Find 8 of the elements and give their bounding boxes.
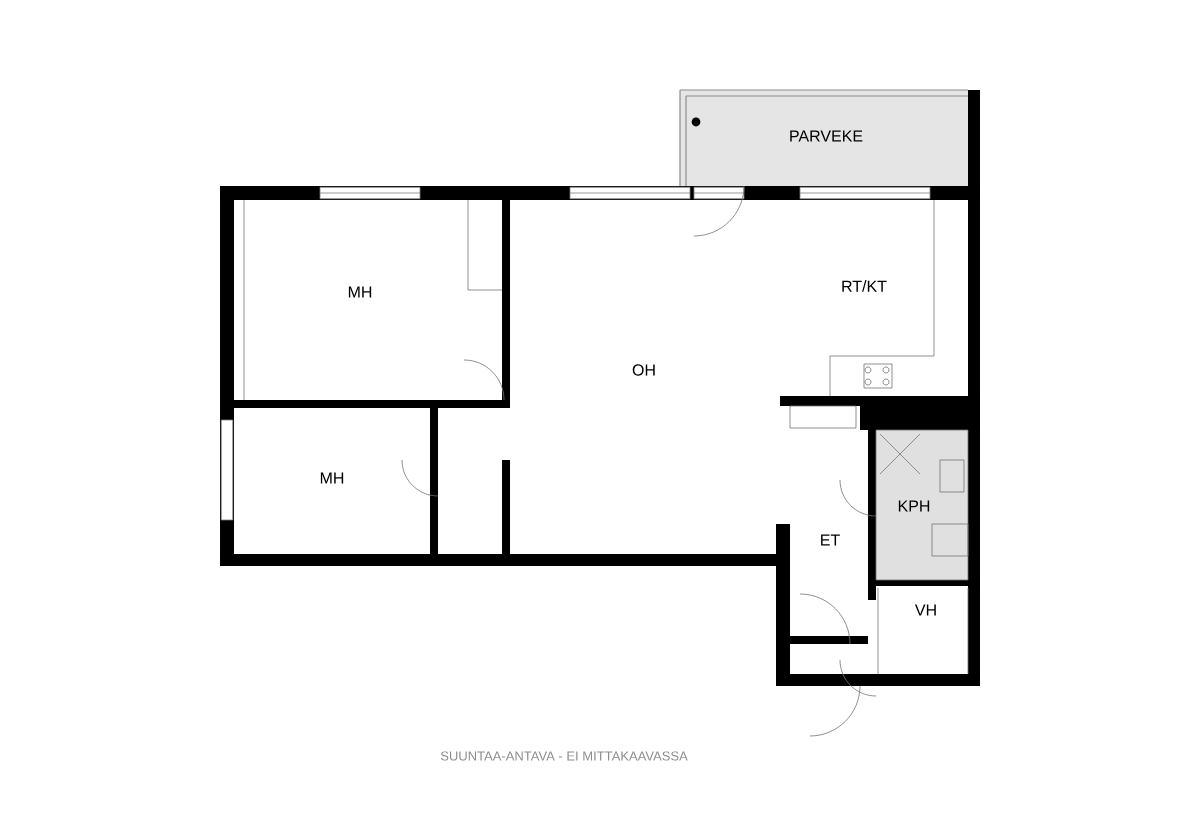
room-label: MH [320,472,344,484]
room-label: PARVEKE [790,130,863,142]
room-label: RT/KT [842,280,887,292]
room-label: OH [632,364,655,376]
room-label: ET [821,534,840,546]
room-label: MH [348,286,372,298]
room-label: VH [914,604,936,616]
room-label: KPH [898,500,930,512]
